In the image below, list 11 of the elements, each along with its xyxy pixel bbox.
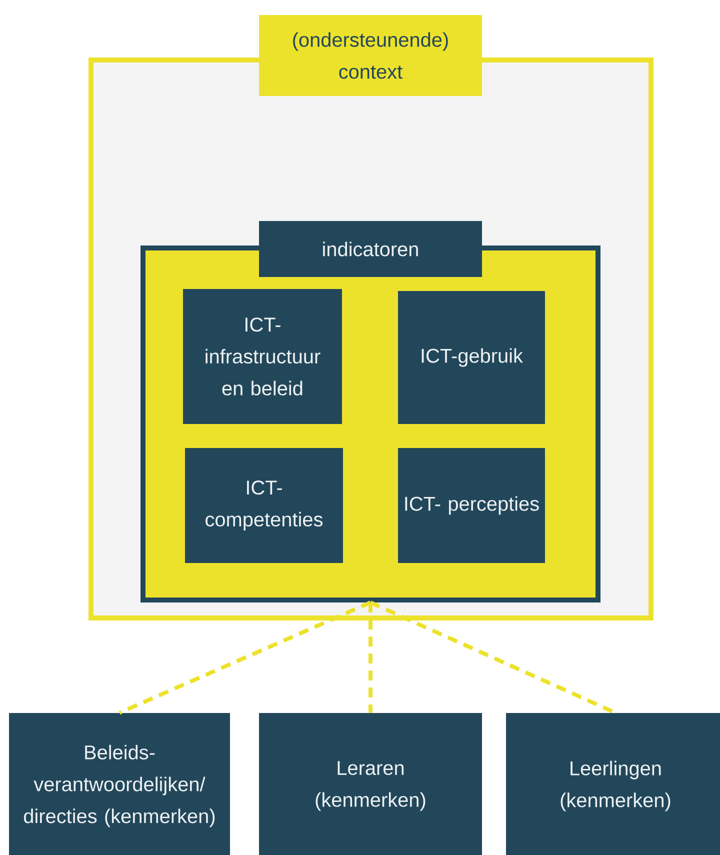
header-tab: (ondersteunende) context — [259, 15, 482, 96]
group-box: Leraren (kenmerken) — [259, 713, 482, 855]
group-box: Beleids- verantwoordelijken/ directies (kenmerken) — [9, 713, 230, 855]
indicator-box: ICT- percepties — [398, 448, 545, 563]
indicator-box: ICT- competenties — [185, 448, 343, 563]
indicator-box: ICT- infrastructuur en beleid — [183, 289, 342, 424]
dashed-connector — [118, 600, 372, 715]
indicator-box: ICT-gebruik — [398, 291, 545, 424]
group-box: Leerlingen (kenmerken) — [506, 713, 720, 855]
header-tab: indicatoren — [259, 221, 482, 277]
dashed-connector — [368, 602, 372, 713]
